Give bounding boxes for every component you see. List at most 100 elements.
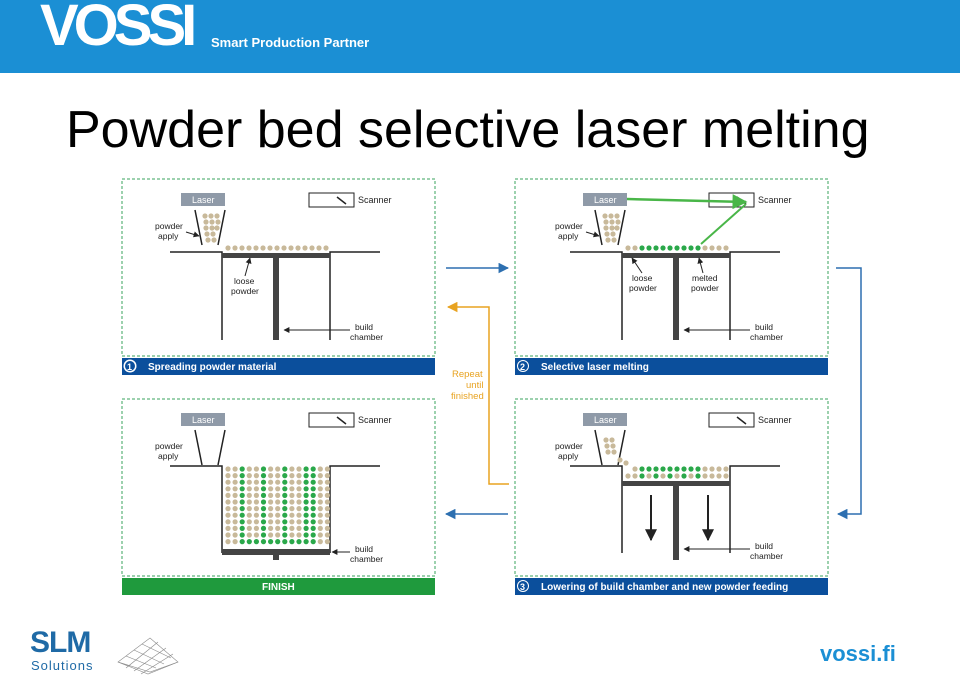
header-bar: VOSSI Smart Production Partner	[0, 0, 960, 73]
powder-particle	[324, 525, 330, 532]
powder-particle	[317, 525, 323, 532]
repeat-label-2: until	[466, 380, 483, 391]
powder-particle	[253, 499, 259, 505]
svg-text:powder: powder	[155, 221, 183, 231]
powder-particle	[296, 473, 302, 479]
melted-particle	[282, 512, 288, 518]
svg-text:chamber: chamber	[350, 554, 383, 564]
powder-particle	[232, 479, 238, 485]
powder-particle	[296, 525, 302, 532]
caption-2: Selective laser melting	[541, 362, 649, 373]
powder-particle	[225, 519, 231, 525]
powder-particle	[289, 525, 295, 532]
svg-text:melted: melted	[692, 273, 718, 283]
powder-particle	[324, 499, 330, 505]
powder-particle	[246, 532, 252, 538]
melted-particle	[239, 499, 245, 505]
powder-particle	[296, 479, 302, 485]
melted-particle	[310, 539, 316, 545]
powder-particle	[317, 519, 323, 525]
powder-particle	[296, 466, 302, 472]
repeat-arrow	[446, 301, 509, 485]
melted-particle	[260, 486, 267, 492]
laser-beam	[626, 194, 748, 210]
powder-particle	[275, 486, 281, 492]
powder-particle	[246, 486, 252, 492]
melted-particle	[303, 479, 309, 485]
melted-particle	[275, 539, 281, 545]
powder-particle	[268, 519, 274, 525]
svg-text:build: build	[755, 322, 773, 332]
powder-particle	[289, 492, 295, 498]
powder-particle	[232, 525, 238, 532]
melted-particle	[282, 486, 288, 492]
powder-particle	[225, 539, 231, 545]
powder-particle	[253, 519, 259, 525]
finish-bar	[122, 578, 435, 595]
powder-particle	[246, 525, 252, 532]
scanned-beam	[700, 203, 747, 245]
powder-particle	[296, 512, 302, 518]
svg-text:apply: apply	[158, 231, 179, 241]
powder-particle	[246, 479, 252, 485]
melted-particle	[310, 473, 316, 479]
caption-3: Lowering of build chamber and new powder…	[541, 582, 788, 593]
website-link[interactable]: vossi.fi	[820, 641, 896, 666]
melted-particle	[268, 539, 274, 545]
powder-particle	[317, 506, 323, 512]
powder-particle	[324, 492, 330, 498]
powder-particle	[225, 506, 231, 512]
panel-finish: Laser Scanner powder apply build chamber…	[121, 398, 436, 595]
powder-particle	[268, 479, 274, 485]
svg-text:loose: loose	[632, 273, 653, 283]
powder-particle	[225, 473, 231, 479]
vossi-logo: VOSSI	[40, 0, 197, 58]
melted-particle	[239, 473, 245, 479]
powder-particle	[296, 486, 302, 492]
powder-particle	[296, 499, 302, 505]
powder-particle	[324, 512, 330, 518]
powder-particle	[289, 473, 295, 479]
melted-particle	[310, 525, 316, 532]
powder-particle	[296, 492, 302, 498]
powder-particle	[317, 499, 323, 505]
powder-particle	[275, 499, 281, 505]
powder-particle	[275, 532, 281, 538]
powder-particle	[253, 532, 259, 538]
melted-particle	[239, 532, 245, 538]
flow-arrow-2-to-3	[836, 267, 862, 520]
laser-box	[181, 193, 225, 206]
powder-particle	[275, 473, 281, 479]
caption-1: Spreading powder material	[148, 362, 277, 373]
powder-particle	[268, 532, 274, 538]
melted-particle	[239, 479, 245, 485]
melted-particle	[239, 466, 245, 472]
powder-particle	[317, 486, 323, 492]
melted-particle	[239, 519, 245, 525]
svg-text:3: 3	[520, 582, 525, 592]
svg-text:1: 1	[127, 362, 132, 372]
powder-particle	[232, 532, 238, 538]
melted-particle	[239, 486, 245, 492]
melted-particle	[303, 506, 309, 512]
powder-particle	[324, 519, 330, 525]
melted-particle	[296, 539, 302, 545]
svg-text:chamber: chamber	[750, 551, 783, 561]
powder-particle	[246, 466, 252, 472]
powder-particle	[253, 479, 259, 485]
svg-text:powder: powder	[691, 283, 719, 293]
melted-particle	[310, 479, 316, 485]
melted-particle	[260, 532, 267, 538]
powder-particle	[246, 506, 252, 512]
melted-particle	[246, 539, 252, 545]
powder-particle	[253, 506, 259, 512]
melted-particle	[303, 492, 309, 498]
powder-particle	[289, 512, 295, 518]
loose-powder-layer	[225, 245, 329, 251]
caption-finish: FINISH	[262, 582, 295, 593]
powder-particle	[324, 466, 330, 472]
scanner-box	[308, 192, 355, 208]
svg-text:apply: apply	[158, 451, 179, 461]
powder-particle	[324, 486, 330, 492]
powder-particle	[289, 532, 295, 538]
